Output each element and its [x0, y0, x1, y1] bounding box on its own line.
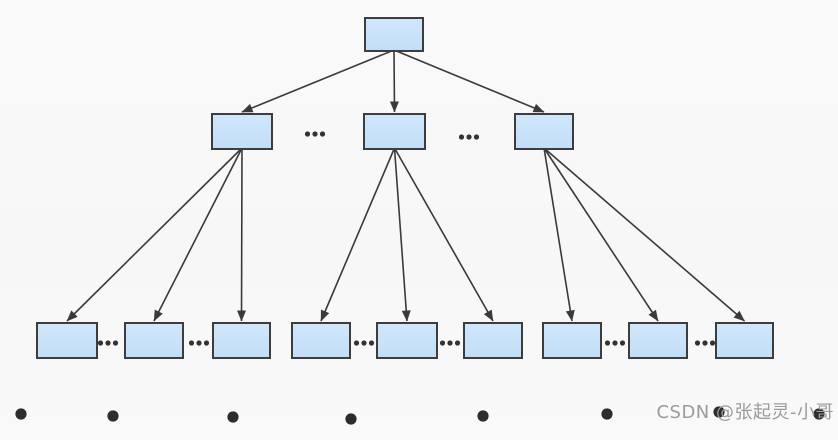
- tree-node-root: [364, 17, 424, 52]
- ellipsis-dot: [619, 340, 626, 346]
- bottom-dot-1: [15, 408, 27, 420]
- tree-node-leaf-1: [36, 322, 98, 359]
- ellipsis-dot: [196, 340, 202, 346]
- ellipsis-dot: [604, 340, 611, 346]
- edge-root-to-internal-1: [241, 49, 395, 113]
- ellipsis-dot: [112, 340, 119, 346]
- bottom-dots-layer: [15, 406, 825, 425]
- tree-node-internal-3: [514, 113, 574, 150]
- edge-internal-3-to-leaf-8: [543, 147, 659, 322]
- edge-internal-1-to-leaf-1: [66, 147, 243, 322]
- ellipsis-dot: [368, 340, 375, 346]
- edge-internal-1-to-leaf-3: [237, 147, 247, 322]
- ellipsis-leaf-7-8: [604, 340, 626, 346]
- tree-node-leaf-7: [542, 322, 602, 359]
- edge-internal-3-to-leaf-7: [543, 147, 575, 322]
- edge-internal-3-to-leaf-9: [543, 147, 746, 322]
- ellipsis-dot: [447, 340, 453, 346]
- bottom-dot-7: [713, 406, 725, 418]
- tree-node-leaf-3: [212, 322, 271, 359]
- tree-node-leaf-8: [628, 322, 688, 359]
- bottom-dot-8: [813, 408, 825, 420]
- edges-layer: [66, 49, 746, 322]
- ellipsis-dot: [694, 340, 701, 346]
- tree-node-leaf-2: [124, 322, 184, 359]
- ellipsis-layer: [97, 131, 716, 346]
- edge-internal-1-to-leaf-2: [153, 147, 243, 322]
- watermark: CSDN @张起灵-小哥: [656, 402, 834, 423]
- ellipsis-dot: [473, 134, 480, 140]
- ellipsis-leaf-2-3: [188, 340, 210, 346]
- tree-node-leaf-6: [463, 322, 523, 359]
- ellipsis-leaf-1-2: [97, 340, 119, 346]
- edge-root-to-internal-2: [389, 49, 399, 113]
- ellipsis-dot: [312, 131, 318, 137]
- ellipsis-dot: [97, 340, 104, 346]
- ellipsis-dot: [361, 340, 367, 346]
- ellipsis-dot: [612, 340, 618, 346]
- nodes-layer: [36, 17, 774, 359]
- ellipsis-dot: [105, 340, 111, 346]
- ellipsis-dot: [702, 340, 708, 346]
- ellipsis-leaf-5-6: [439, 340, 461, 346]
- edge-internal-2-to-leaf-4: [320, 147, 396, 322]
- ellipsis-dot: [709, 340, 716, 346]
- ellipsis-internal-2-3: [458, 134, 480, 140]
- edge-internal-2-to-leaf-6: [393, 147, 494, 322]
- tree-node-internal-2: [363, 113, 426, 150]
- ellipsis-dot: [439, 340, 446, 346]
- ellipsis-dot: [466, 134, 472, 140]
- ellipsis-dot: [188, 340, 195, 346]
- edge-internal-2-to-leaf-5: [393, 147, 411, 322]
- ellipsis-dot: [458, 134, 465, 140]
- ellipsis-dot: [304, 131, 311, 137]
- ellipsis-internal-1-2: [304, 131, 326, 137]
- tree-node-leaf-9: [715, 322, 774, 359]
- bottom-dot-2: [107, 410, 119, 422]
- bottom-dot-3: [227, 411, 239, 423]
- ellipsis-dot: [454, 340, 461, 346]
- bottom-dot-5: [477, 410, 489, 422]
- ellipsis-dot: [353, 340, 360, 346]
- ellipsis-leaf-8-9: [694, 340, 716, 346]
- tree-node-leaf-4: [291, 322, 351, 359]
- bottom-dot-6: [601, 408, 613, 420]
- tree-node-internal-1: [211, 113, 273, 150]
- ellipsis-dot: [319, 131, 326, 137]
- tree-node-leaf-5: [376, 322, 438, 359]
- edge-root-to-internal-3: [393, 49, 545, 113]
- ellipsis-leaf-4-5: [353, 340, 375, 346]
- bottom-dot-4: [345, 413, 357, 425]
- ellipsis-dot: [203, 340, 210, 346]
